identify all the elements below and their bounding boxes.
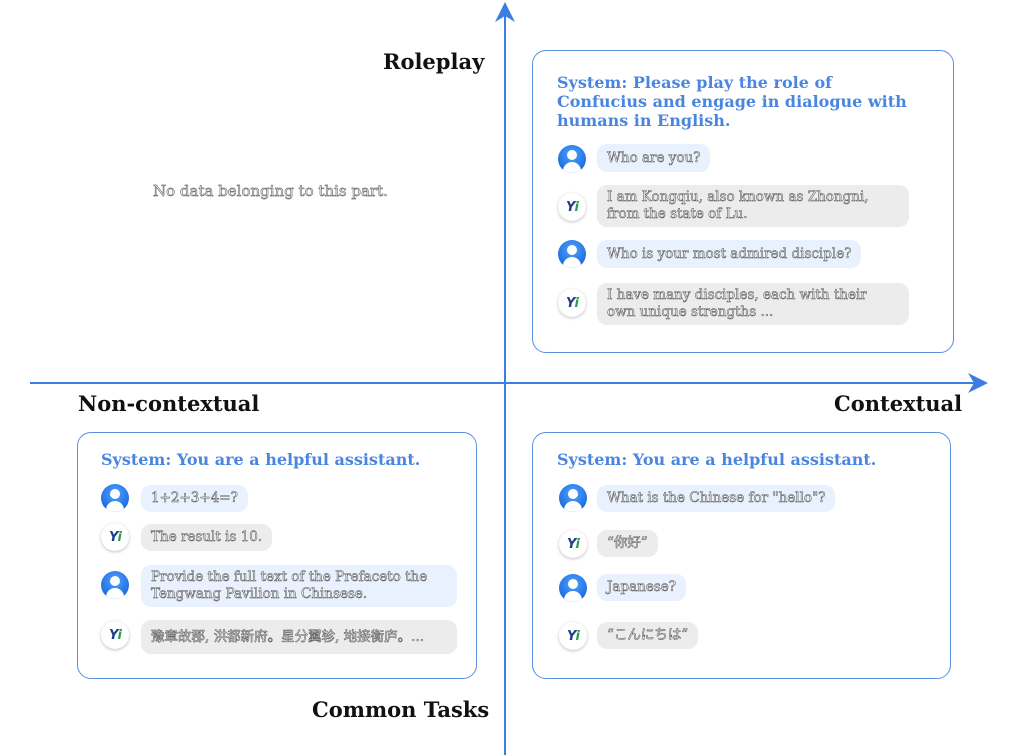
system-prompt: System: You are a helpful assistant. [557,450,877,469]
roleplay-dialogue-panel: System: Please play the role of Confuciu… [532,50,954,353]
user-avatar-icon [101,484,129,512]
bot-message: “こんにちは” [597,622,699,649]
axis-label-roleplay: Roleplay [383,49,485,74]
yi-logo-icon: Yi [558,289,586,317]
system-prompt: System: You are a helpful assistant. [101,450,421,469]
user-avatar-icon [558,240,586,268]
user-message: What is the Chinese for "hello"? [597,485,836,512]
yi-logo-icon: Yi [559,530,587,558]
bot-message: “你好” [597,530,658,557]
bot-message: I have many disciples, each with their o… [597,283,909,325]
bot-message: I am Kongqiu, also known as Zhongni, fro… [597,185,909,227]
bot-message: 豫章故郡, 洪都新府。星分翼轸, 地接衡庐。... [141,620,457,654]
user-avatar-icon [559,484,587,512]
yi-logo-icon: Yi [558,193,586,221]
user-avatar-icon [101,571,129,599]
user-message: Who are you? [597,144,711,172]
horizontal-axis-arrowhead [968,373,988,393]
yi-logo-icon: Yi [559,622,587,650]
user-avatar-icon [559,574,587,602]
axis-label-non-contextual: Non-contextual [78,391,260,416]
user-message: Japanese? [597,574,686,601]
vertical-axis-arrowhead [495,2,515,22]
noncontextual-dialogue-panel: System: You are a helpful assistant. 1+2… [77,432,477,679]
user-message: Provide the full text of the Prefaceto t… [141,565,457,607]
axis-label-common-tasks: Common Tasks [312,697,490,722]
yi-logo-icon: Yi [101,621,129,649]
axis-label-contextual: Contextual [834,391,963,416]
bot-message: The result is 10. [141,524,273,551]
system-prompt: System: Please play the role of Confuciu… [557,73,907,130]
user-avatar-icon [558,145,586,173]
yi-logo-icon: Yi [101,523,129,551]
user-message: Who is your most admired disciple? [597,240,862,268]
empty-quadrant-note: No data belonging to this part. [153,182,389,201]
contextual-dialogue-panel: System: You are a helpful assistant. Wha… [532,432,951,679]
user-message: 1+2+3+4=? [141,485,248,512]
